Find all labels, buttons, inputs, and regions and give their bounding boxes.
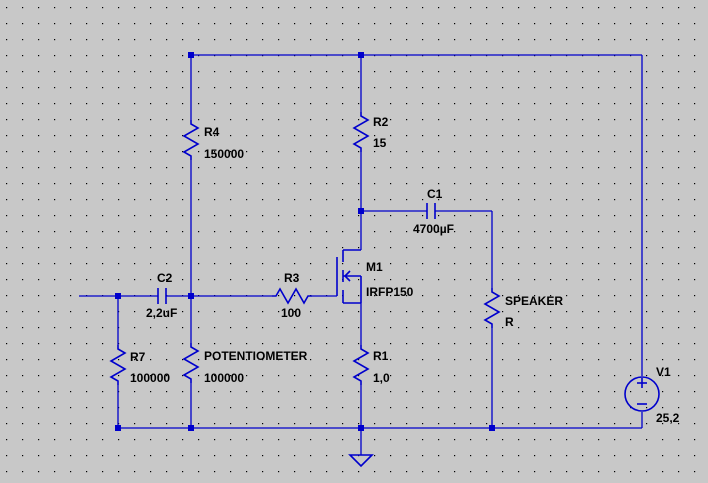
resistor-r4[interactable]: R4 150000: [182, 120, 244, 161]
r4-name: R4: [204, 125, 220, 139]
pot-name: POTENTIOMETER: [204, 349, 308, 363]
r7-value: 100000: [130, 371, 170, 385]
v1-value: 25,2: [656, 411, 680, 425]
junction-dots: [115, 52, 495, 431]
r7-name: R7: [130, 350, 146, 364]
r2-value: 15: [373, 136, 387, 150]
resistor-r3[interactable]: R3 100: [272, 271, 312, 320]
r3-value: 100: [281, 306, 301, 320]
resistor-r2[interactable]: R2 15: [352, 112, 389, 152]
r1-name: R1: [373, 349, 389, 363]
r3-name: R3: [284, 271, 300, 285]
speaker-value: R: [505, 315, 514, 329]
capacitor-c1[interactable]: C1 4700µF: [413, 187, 454, 236]
ground-icon[interactable]: [348, 454, 374, 468]
voltage-source-v1[interactable]: V1 25,2: [624, 365, 680, 425]
capacitor-c2[interactable]: C2 2,2uF: [146, 271, 177, 320]
r2-name: R2: [373, 115, 389, 129]
speaker-name: SPEAKER: [505, 294, 563, 308]
m1-value: IRFP150: [366, 285, 414, 299]
wires: [79, 54, 643, 455]
v1-name: V1: [656, 365, 671, 379]
pot-value: 100000: [204, 371, 244, 385]
mosfet-m1[interactable]: M1 IRFP150: [336, 249, 414, 304]
resistor-potentiometer[interactable]: POTENTIOMETER 100000: [182, 343, 308, 385]
c1-name: C1: [427, 187, 443, 201]
c1-value: 4700µF: [413, 222, 454, 236]
resistor-r1[interactable]: R1 1,0: [352, 345, 390, 385]
c2-value: 2,2uF: [146, 306, 177, 320]
r1-value: 1,0: [373, 371, 390, 385]
c2-name: C2: [157, 271, 173, 285]
resistor-r7[interactable]: R7 100000: [109, 345, 170, 385]
m1-name: M1: [366, 260, 383, 274]
r4-value: 150000: [204, 147, 244, 161]
resistor-speaker[interactable]: SPEAKER R: [483, 288, 563, 329]
